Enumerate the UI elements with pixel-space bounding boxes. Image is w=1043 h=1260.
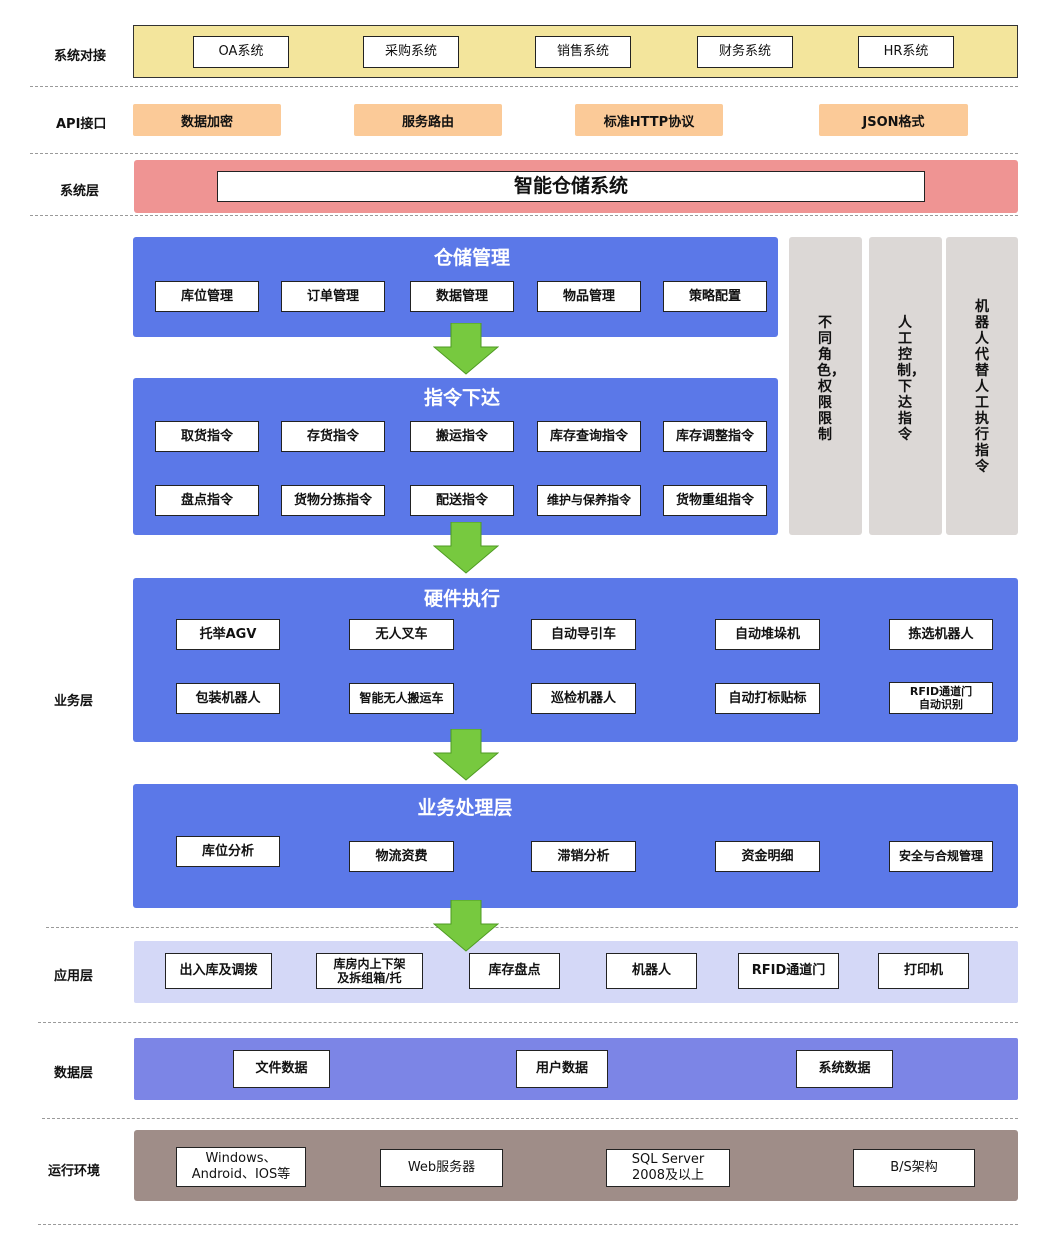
processing-title: 业务处理层 [417, 797, 513, 819]
commands-title: 指令下达 [423, 387, 500, 409]
application-item: 库存盘点 [469, 953, 560, 989]
hardware-item: 自动堆垛机 [715, 619, 820, 650]
command-item: 取货指令 [155, 421, 259, 452]
side-text-manual: 人工控制，下达指令 [897, 315, 925, 443]
hardware-item: 无人叉车 [349, 619, 454, 650]
label-data: 数据层 [54, 1066, 94, 1081]
hardware-item: 托举AGV [176, 619, 280, 650]
label-integration: 系统对接 [54, 49, 107, 64]
api-item: 数据加密 [133, 104, 281, 136]
api-item: 服务路由 [354, 104, 502, 136]
side-text-robot: 机器人代替人工执行指令 [975, 299, 989, 475]
separator [42, 1118, 1018, 1119]
separator [30, 86, 1018, 87]
hardware-item: 拣选机器人 [889, 619, 993, 650]
side-column-manual: 人工控制，下达指令 [869, 237, 942, 535]
integration-item: OA系统 [193, 36, 289, 68]
application-panel [134, 941, 1018, 1003]
application-item: 出入库及调拨 [165, 953, 272, 989]
runtime-item: Windows、 Android、IOS等 [176, 1147, 306, 1187]
hardware-item: 自动打标贴标 [715, 683, 820, 714]
integration-item: 财务系统 [697, 36, 793, 68]
data-item: 文件数据 [233, 1050, 330, 1088]
integration-item: HR系统 [858, 36, 954, 68]
label-system: 系统层 [60, 184, 100, 199]
separator [30, 215, 1018, 216]
down-arrow-icon [433, 900, 499, 952]
processing-item: 资金明细 [715, 841, 820, 872]
hardware-item: 智能无人搬运车 [349, 683, 454, 714]
processing-item: 物流资费 [349, 841, 454, 872]
down-arrow-icon [433, 323, 499, 375]
hardware-title: 硬件执行 [423, 588, 500, 610]
separator [38, 1224, 1018, 1225]
label-api: API接口 [56, 117, 107, 132]
separator [38, 1022, 1018, 1023]
down-arrow-icon [433, 522, 499, 574]
command-item: 库存调整指令 [663, 421, 767, 452]
system-title: 智能仓储系统 [217, 171, 925, 202]
warehouse-item: 策略配置 [663, 281, 767, 312]
api-item: JSON格式 [819, 104, 968, 136]
side-text-roles: 不同角色，权限限制 [817, 315, 845, 443]
warehouse-title: 仓储管理 [433, 247, 510, 269]
application-item: 库房内上下架 及拆组箱/托 [316, 953, 423, 989]
hardware-item: RFID通道门 自动识别 [889, 682, 993, 714]
down-arrow-icon [433, 729, 499, 781]
runtime-item: B/S架构 [853, 1149, 975, 1187]
label-runtime: 运行环境 [48, 1164, 101, 1179]
hardware-item: 巡检机器人 [531, 683, 636, 714]
warehouse-item: 数据管理 [410, 281, 514, 312]
api-item: 标准HTTP协议 [575, 104, 723, 136]
application-item: 打印机 [878, 953, 969, 989]
runtime-item: Web服务器 [380, 1149, 503, 1187]
warehouse-item: 订单管理 [281, 281, 385, 312]
processing-item: 滞销分析 [531, 841, 636, 872]
application-item: RFID通道门 [738, 953, 839, 989]
application-item: 机器人 [606, 953, 697, 989]
warehouse-item: 物品管理 [537, 281, 641, 312]
label-application: 应用层 [54, 969, 94, 984]
separator [30, 153, 1018, 154]
command-item: 搬运指令 [410, 421, 514, 452]
data-item: 系统数据 [796, 1050, 893, 1088]
hardware-item: 自动导引车 [531, 619, 636, 650]
side-column-robot: 机器人代替人工执行指令 [946, 237, 1018, 535]
command-item: 存货指令 [281, 421, 385, 452]
processing-item: 库位分析 [176, 836, 280, 867]
warehouse-item: 库位管理 [155, 281, 259, 312]
command-item: 货物分拣指令 [281, 485, 385, 516]
label-business: 业务层 [54, 694, 94, 709]
side-column-roles: 不同角色，权限限制 [789, 237, 862, 535]
command-item: 盘点指令 [155, 485, 259, 516]
command-item: 货物重组指令 [663, 485, 767, 516]
separator [46, 927, 1018, 928]
hardware-panel [133, 578, 1018, 742]
command-item: 库存查询指令 [537, 421, 641, 452]
integration-item: 销售系统 [535, 36, 631, 68]
integration-item: 采购系统 [363, 36, 459, 68]
command-item: 配送指令 [410, 485, 514, 516]
runtime-item: SQL Server 2008及以上 [606, 1149, 730, 1187]
hardware-item: 包装机器人 [176, 683, 280, 714]
processing-item: 安全与合规管理 [889, 841, 993, 872]
data-item: 用户数据 [516, 1050, 608, 1088]
command-item: 维护与保养指令 [537, 485, 641, 516]
